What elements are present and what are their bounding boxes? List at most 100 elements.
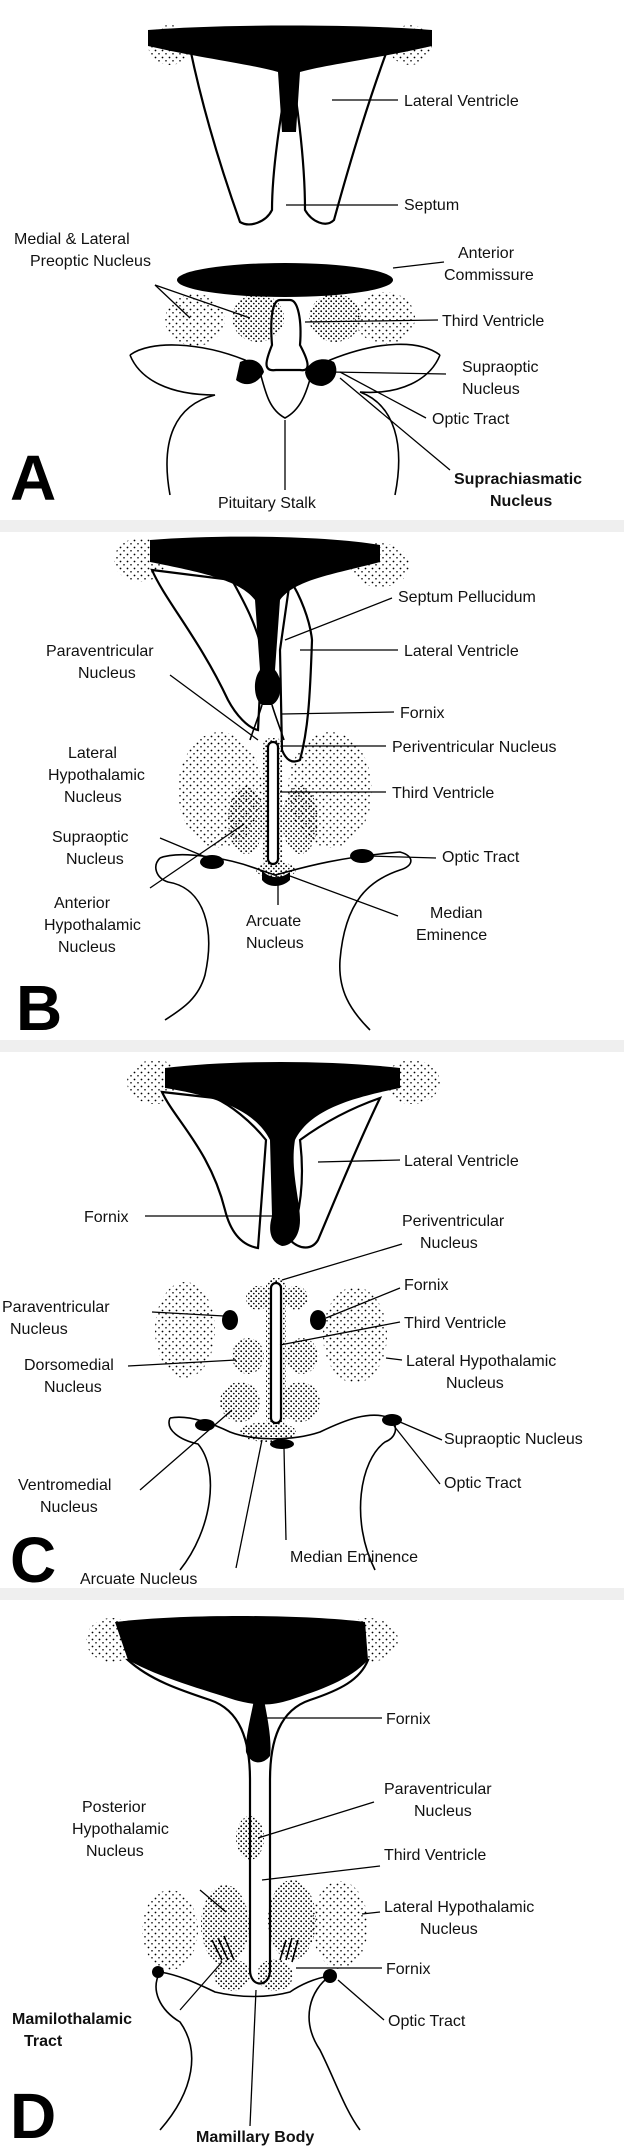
lateral-ventricle-right-b	[278, 576, 314, 763]
label-fornix-c-left: Fornix	[84, 1209, 128, 1226]
dorsomedial-left-c	[232, 1338, 264, 1374]
corpus-callosum-b	[150, 536, 380, 705]
optic-tract-curve-left	[129, 354, 216, 496]
lateral-ventricle-right	[288, 46, 390, 225]
fornix-b	[249, 704, 285, 741]
label-optic-tract-b: Optic Tract	[442, 849, 520, 866]
anterior-commissure	[177, 263, 393, 297]
supraoptic-nucleus-right-c	[382, 1414, 402, 1426]
supraoptic-nucleus-left-b	[200, 855, 224, 869]
paraventricular-d	[236, 1816, 264, 1860]
label-anterior-hypothalamic-line1: Anterior	[54, 895, 111, 912]
corpus-callosum-d	[115, 1616, 368, 1705]
medial-preoptic-left	[232, 294, 284, 342]
medial-preoptic-right	[309, 294, 361, 342]
label-ventromedial-line1: Ventromedial	[18, 1477, 111, 1494]
paraventricular-right-c	[284, 1286, 308, 1310]
label-paraventricular-b-line1: Paraventricular	[46, 643, 154, 660]
lateral-preoptic-left	[165, 294, 225, 346]
label-anterior-hypothalamic-line3: Nucleus	[58, 939, 116, 956]
mamillothalamic-tract-left	[211, 1935, 235, 1961]
fornix-left-c	[222, 1310, 238, 1330]
label-median-eminence-b-line2: Eminence	[416, 927, 487, 944]
corpus-callosum-c	[165, 1062, 400, 1246]
label-optic-tract-d: Optic Tract	[388, 2013, 466, 2030]
label-supraoptic-c: Supraoptic Nucleus	[444, 1431, 583, 1448]
label-lateral-hypothalamic-b-line3: Nucleus	[64, 789, 122, 806]
label-lateral-ventricle-a: Lateral Ventricle	[404, 93, 519, 110]
label-suprachiasmatic-line1: Suprachiasmatic	[454, 471, 582, 488]
label-septum-a: Septum	[404, 197, 459, 214]
label-ventromedial-line2: Nucleus	[40, 1499, 98, 1516]
label-median-eminence-b-line1: Median	[430, 905, 482, 922]
label-supraoptic-b-line2: Nucleus	[66, 851, 124, 868]
supraoptic-nucleus-left-c	[195, 1419, 215, 1431]
label-preoptic-line1: Medial & Lateral	[14, 231, 130, 248]
label-mamillothalamic-line2: Tract	[24, 2033, 63, 2050]
lateral-hypothalamic-right-c	[323, 1287, 387, 1383]
optic-tract-dot-right-d	[323, 1969, 337, 1983]
label-pituitary-stalk: Pituitary Stalk	[218, 495, 317, 512]
third-ventricle-b	[266, 740, 280, 866]
label-dorsomedial-line2: Nucleus	[44, 1379, 102, 1396]
label-anterior-commissure-line1: Anterior	[458, 245, 515, 262]
label-posterior-hypothalamic-line2: Hypothalamic	[72, 1821, 169, 1838]
mamillary-body-left	[214, 1959, 250, 1991]
label-lateral-ventricle-b: Lateral Ventricle	[404, 643, 519, 660]
basal-outline-d	[159, 1971, 331, 1998]
supraoptic-nucleus-left	[236, 359, 264, 385]
label-fornix-b: Fornix	[400, 705, 444, 722]
fornix-d	[245, 1700, 271, 1763]
label-arcuate-b-line2: Nucleus	[246, 935, 304, 952]
panel-c: C Lateral Ventricle Fornix Periventricul…	[2, 1060, 583, 1596]
label-paraventricular-d-line2: Nucleus	[414, 1803, 472, 1820]
label-mamillothalamic-line1: Mamilothalamic	[12, 2011, 132, 2028]
corpus-callosum	[148, 25, 432, 132]
lateral-hypothalamic-left-c	[155, 1282, 215, 1378]
optic-tract-dot-left-d	[152, 1966, 164, 1978]
label-lateral-hypothalamic-b-line1: Lateral	[68, 745, 117, 762]
median-eminence-stipple-b	[256, 862, 296, 878]
optic-tract-curve-left-d	[155, 1971, 193, 2131]
label-periventricular-b: Periventricular Nucleus	[392, 739, 557, 756]
dorsomedial-right-c	[286, 1338, 318, 1374]
label-lateral-hypothalamic-c-line2: Nucleus	[446, 1375, 504, 1392]
label-third-ventricle-b: Third Ventricle	[392, 785, 494, 802]
fornix-right-c	[310, 1310, 326, 1330]
label-preoptic-line2: Preoptic Nucleus	[30, 253, 151, 270]
label-periventricular-c-line2: Nucleus	[420, 1235, 478, 1252]
label-arcuate-c: Arcuate Nucleus	[80, 1571, 197, 1588]
optic-chiasm-a	[129, 343, 441, 419]
label-paraventricular-c-line2: Nucleus	[10, 1321, 68, 1338]
label-supraoptic-a-line2: Nucleus	[462, 381, 520, 398]
label-third-ventricle-d: Third Ventricle	[384, 1847, 486, 1864]
arcuate-stipple-c	[240, 1422, 296, 1442]
label-arcuate-b-line1: Arcuate	[246, 913, 301, 930]
label-lateral-ventricle-c: Lateral Ventricle	[404, 1153, 519, 1170]
label-supraoptic-b-line1: Supraoptic	[52, 829, 129, 846]
panel-letter-b: B	[16, 972, 62, 1044]
label-anterior-hypothalamic-line2: Hypothalamic	[44, 917, 141, 934]
label-lateral-hypothalamic-d-line2: Nucleus	[420, 1921, 478, 1938]
label-suprachiasmatic-line2: Nucleus	[490, 493, 552, 510]
label-lateral-hypothalamic-c-line1: Lateral Hypothalamic	[406, 1353, 556, 1370]
paraventricular-left-c	[246, 1286, 270, 1310]
supraoptic-nucleus-right	[305, 359, 337, 386]
lateral-ventricle-left	[188, 46, 292, 226]
label-fornix-d-top: Fornix	[386, 1711, 430, 1728]
ventromedial-right-c	[280, 1382, 320, 1422]
label-anterior-commissure-line2: Commissure	[444, 267, 534, 284]
label-periventricular-c-line1: Periventricular	[402, 1213, 505, 1230]
lateral-ventricle-left-c	[160, 1090, 268, 1250]
panel-d: D Fornix Paraventricular Nucleus Posteri…	[10, 1616, 534, 2150]
lateral-hypothalamic-left-d	[142, 1890, 198, 1970]
lateral-ventricle-left-b	[150, 568, 264, 732]
lateral-hypothalamic-right-d	[312, 1881, 368, 1969]
label-optic-tract-c: Optic Tract	[444, 1475, 522, 1492]
posterior-hypothalamic-right-d	[268, 1880, 316, 1960]
label-posterior-hypothalamic-line3: Nucleus	[86, 1843, 144, 1860]
anterior-hypothalamic-left-b	[228, 786, 264, 854]
label-lateral-hypothalamic-d-line1: Lateral Hypothalamic	[384, 1899, 534, 1916]
label-third-ventricle-c: Third Ventricle	[404, 1315, 506, 1332]
